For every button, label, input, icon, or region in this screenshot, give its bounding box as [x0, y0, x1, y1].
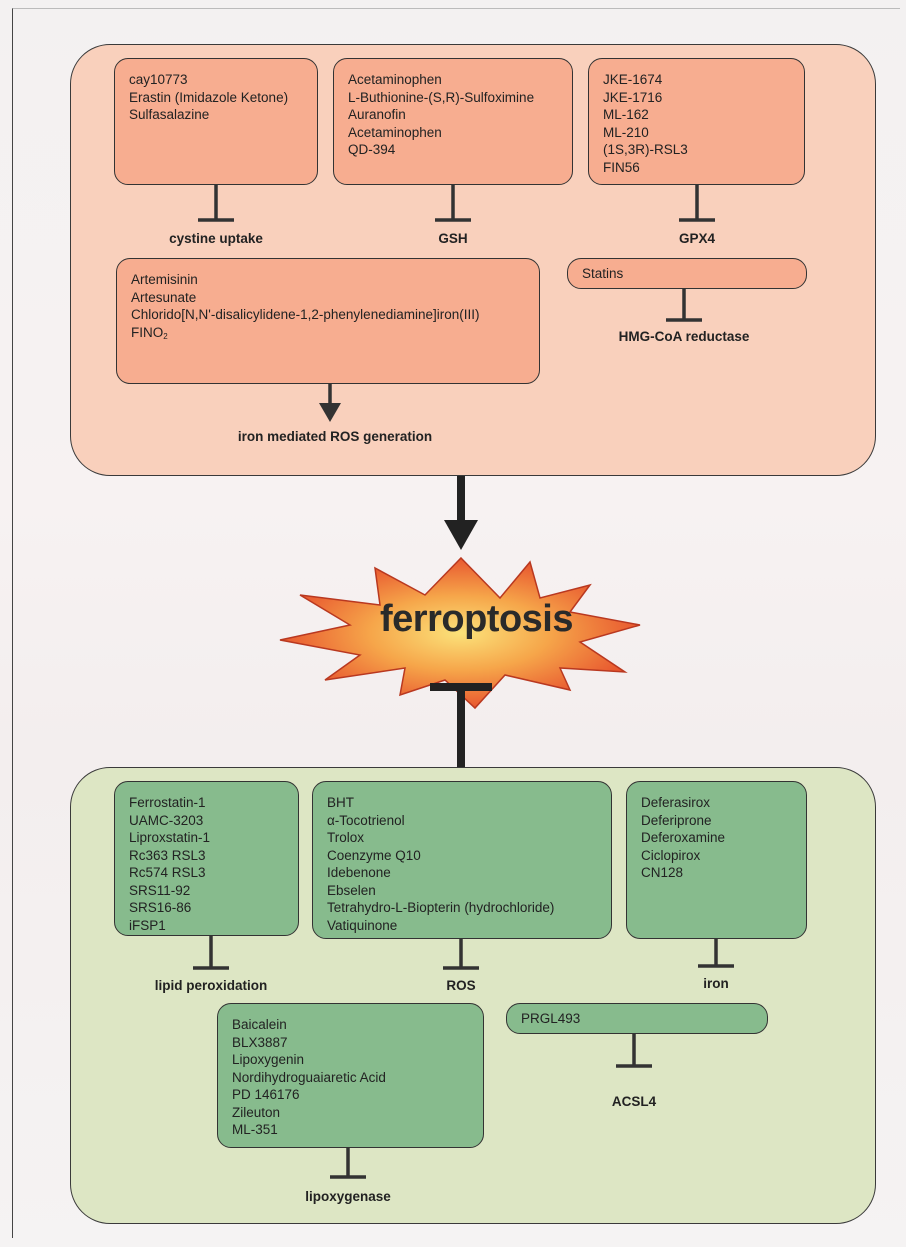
compound-label: Deferiprone: [641, 812, 712, 828]
iron-chelators-box: Deferasirox Deferiprone Deferoxamine Cic…: [626, 781, 807, 939]
main-arrow-head: [444, 520, 478, 550]
compound-label: QD-394: [348, 142, 396, 157]
compound-label: Tetrahydro-L-Biopterin (hydrochloride): [327, 900, 555, 915]
iron-ros-inducers-box: Artemisinin Artesunate Chlorido[N,N'-dis…: [116, 258, 540, 384]
target-acsl4: ACSL4: [611, 1094, 657, 1109]
compound-label: Liproxstatin-1: [129, 830, 211, 845]
figure-frame: [12, 8, 900, 1238]
compound-label-text: FINO: [131, 324, 164, 340]
subscript: 2: [163, 331, 168, 341]
target-gpx4: GPX4: [678, 231, 716, 246]
compound-label: Trolox: [327, 830, 365, 845]
compound-label: Idebenone: [327, 865, 391, 880]
compound-label: Artesunate: [131, 289, 197, 305]
compound-label: PRGL493: [521, 1011, 581, 1026]
compound-label: Baicalein: [232, 1017, 287, 1032]
compound-label: Erastin (Imidazole Ketone): [129, 89, 289, 105]
lipid-peroxidation-inhibitors-box: Ferrostatin-1 UAMC-3203 Liproxstatin-1 R…: [114, 781, 299, 936]
compound-label: iFSP1: [129, 917, 166, 933]
compound-label: UAMC-3203: [129, 812, 204, 828]
compound-label: Coenzyme Q10: [327, 847, 421, 863]
target-lipid-peroxidation: lipid peroxidation: [154, 978, 268, 993]
target-gsh: GSH: [438, 231, 468, 246]
compound-label: ML-351: [232, 1122, 278, 1137]
target-lipoxygenase: lipoxygenase: [305, 1189, 391, 1204]
compound-label: (1S,3R)-RSL3: [603, 142, 688, 157]
compound-label: Ferrostatin-1: [129, 795, 206, 810]
target-hmg-coa-reductase: HMG-CoA reductase: [618, 329, 750, 344]
compound-label: α-Tocotrienol: [327, 812, 405, 828]
acsl4-inhibitors-box: PRGL493: [506, 1003, 768, 1034]
compound-label: Rc574 RSL3: [129, 865, 206, 880]
compound-label: Rc363 RSL3: [129, 847, 206, 863]
compound-label: Ebselen: [327, 882, 376, 898]
compound-label: cay10773: [129, 72, 188, 87]
lipoxygenase-inhibitors-box: Baicalein BLX3887 Lipoxygenin Nordihydro…: [217, 1003, 484, 1148]
compound-label: Statins: [582, 266, 624, 281]
compound-label: ML-210: [603, 124, 649, 140]
gpx4-inhibitors-box: JKE-1674 JKE-1716 ML-162 ML-210 (1S,3R)-…: [588, 58, 805, 185]
compound-label: BHT: [327, 795, 354, 810]
compound-label: Chlorido[N,N'-disalicylidene-1,2-phenyle…: [131, 307, 480, 322]
compound-label: CN128: [641, 865, 684, 880]
compound-label: Deferoxamine: [641, 830, 726, 845]
compound-label: PD 146176: [232, 1087, 300, 1102]
compound-label: Sulfasalazine: [129, 107, 210, 122]
compound-label: Zileuton: [232, 1104, 281, 1120]
compound-label: FIN56: [603, 159, 640, 175]
compound-label: Auranofin: [348, 107, 406, 122]
target-cystine-uptake: cystine uptake: [169, 231, 263, 246]
cystine-uptake-inhibitors-box: cay10773 Erastin (Imidazole Ketone) Sulf…: [114, 58, 318, 185]
compound-label: Acetaminophen: [348, 124, 442, 140]
hmg-coa-inhibitors-box: Statins: [567, 258, 807, 289]
compound-label: Vatiquinone: [327, 917, 398, 933]
compound-label: JKE-1716: [603, 89, 663, 105]
ros-inhibitors-box: BHT α-Tocotrienol Trolox Coenzyme Q10 Id…: [312, 781, 612, 939]
compound-label: ML-162: [603, 107, 649, 122]
compound-label: Acetaminophen: [348, 72, 442, 87]
ferroptosis-burst: [279, 556, 641, 710]
target-iron: iron: [703, 976, 729, 991]
gsh-inhibitors-box: Acetaminophen L-Buthionine-(S,R)-Sulfoxi…: [333, 58, 573, 185]
ferroptosis-label: ferroptosis: [380, 598, 573, 640]
compound-label: Lipoxygenin: [232, 1052, 305, 1067]
compound-label: FINO2: [131, 324, 539, 346]
compound-label: BLX3887: [232, 1034, 288, 1050]
compound-label: SRS11-92: [129, 882, 191, 898]
compound-label: Nordihydroguaiaretic Acid: [232, 1069, 386, 1085]
compound-label: SRS16-86: [129, 900, 192, 915]
compound-label: Artemisinin: [131, 272, 198, 287]
compound-label: JKE-1674: [603, 72, 663, 87]
compound-label: Deferasirox: [641, 795, 711, 810]
compound-label: Ciclopirox: [641, 847, 701, 863]
target-ros: ROS: [446, 978, 476, 993]
target-iron-ros-generation: iron mediated ROS generation: [237, 429, 433, 444]
compound-label: L-Buthionine-(S,R)-Sulfoximine: [348, 89, 535, 105]
activation-arrowhead: [319, 403, 341, 422]
